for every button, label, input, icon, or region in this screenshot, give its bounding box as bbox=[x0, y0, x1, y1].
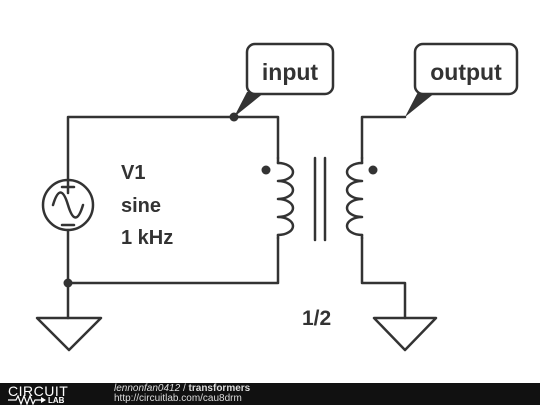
output-tag: output bbox=[405, 42, 519, 117]
secondary-top-wire bbox=[360, 115, 407, 160]
transformer-primary-coil bbox=[261, 156, 295, 240]
transformer-core bbox=[313, 156, 327, 242]
ground-symbol-right bbox=[372, 316, 438, 352]
secondary-polarity-dot bbox=[368, 165, 378, 175]
sine-voltage-source bbox=[41, 178, 95, 232]
logo-circuit-text: CIRCUIT bbox=[8, 383, 69, 399]
resistor-logo-icon bbox=[8, 395, 46, 405]
turns-ratio-label: 1/2 bbox=[302, 307, 331, 330]
output-tag-label: output bbox=[430, 59, 502, 85]
input-tag: input bbox=[234, 42, 335, 117]
junction-ground bbox=[63, 278, 73, 288]
source-frequency-label: 1 kHz bbox=[121, 227, 173, 249]
footer-separator: / bbox=[180, 383, 189, 394]
bottom-left-wire bbox=[66, 228, 280, 285]
source-type-label: sine bbox=[121, 195, 161, 217]
input-tag-label: input bbox=[262, 59, 319, 85]
logo-lab-text: LAB bbox=[48, 396, 65, 405]
secondary-bottom-wire bbox=[360, 236, 407, 320]
circuit-schematic: input output V1 sine 1 kHz 1/2 bbox=[35, 42, 519, 352]
primary-polarity-dot bbox=[261, 165, 271, 175]
ground-symbol-left bbox=[35, 316, 103, 352]
top-left-wire bbox=[66, 115, 280, 182]
source-name-label: V1 bbox=[121, 162, 145, 184]
footer-circuit-title[interactable]: transformers bbox=[188, 383, 251, 394]
footer-url[interactable]: http://circuitlab.com/cau8drm bbox=[114, 393, 242, 404]
transformer-secondary-coil bbox=[345, 156, 378, 240]
footer-bar: CIRCUIT LAB lennonfan0412 / transformers… bbox=[0, 383, 540, 405]
circuitlab-logo[interactable]: CIRCUIT LAB bbox=[8, 383, 96, 405]
footer-username[interactable]: lennonfan0412 bbox=[114, 383, 181, 394]
